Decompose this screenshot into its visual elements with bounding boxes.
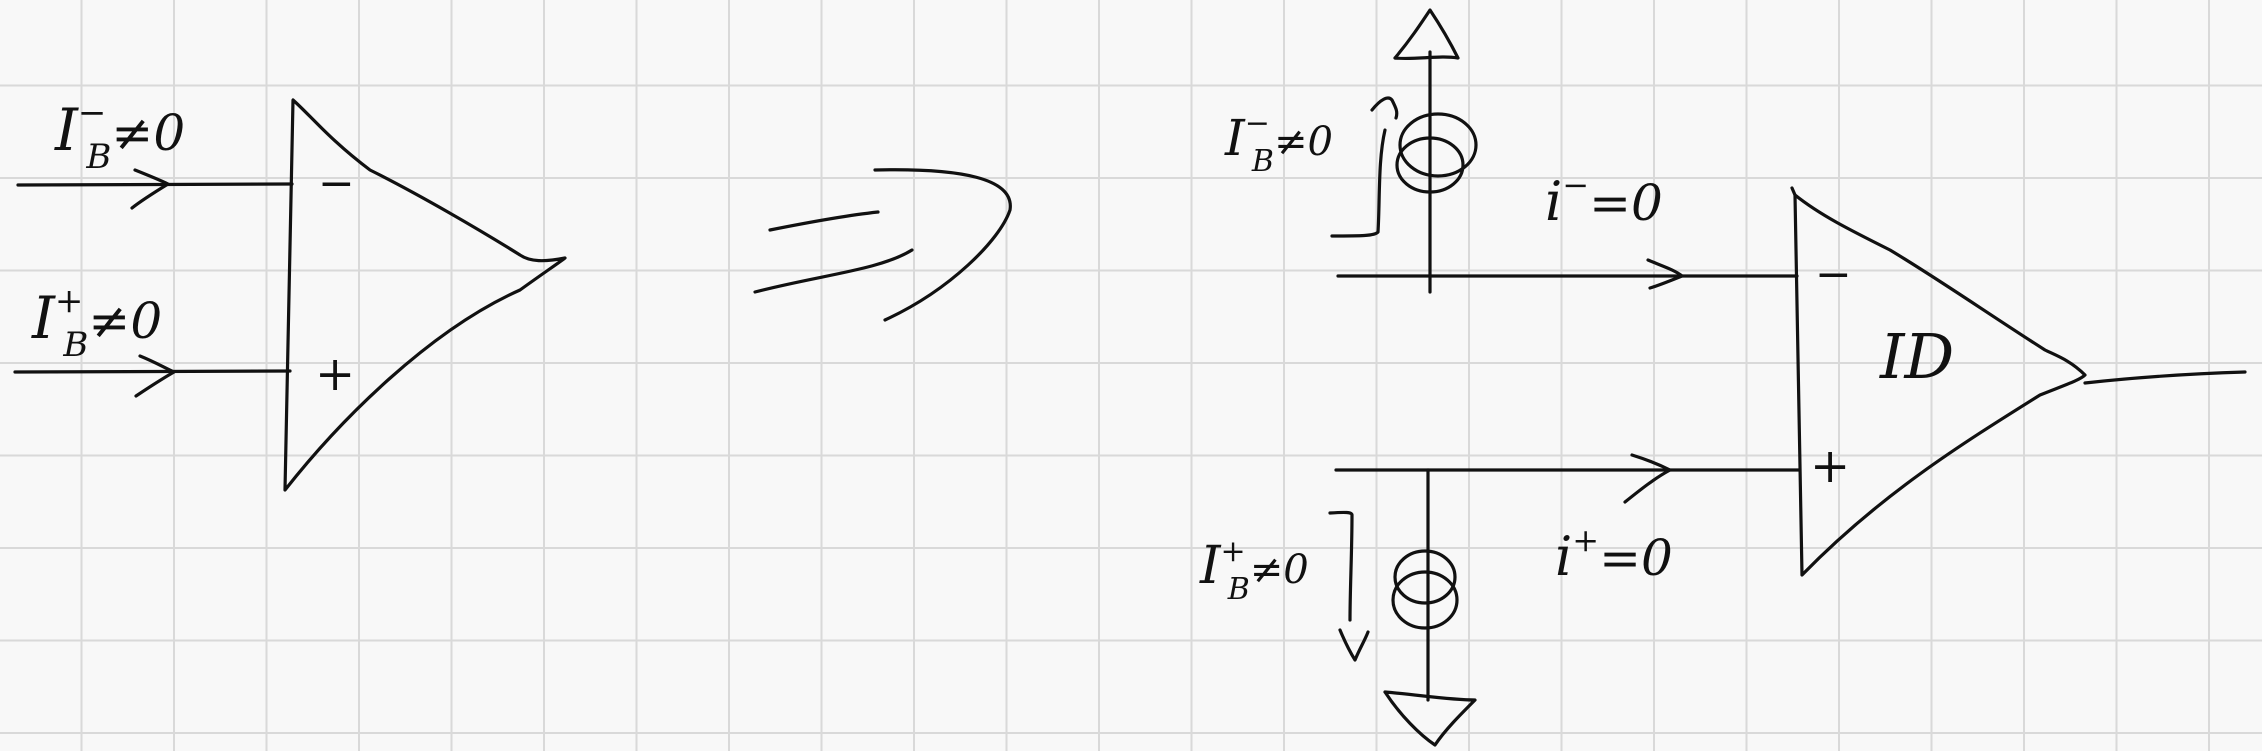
right-pin-minus: − bbox=[1815, 249, 1852, 300]
right-opamp-triangle bbox=[1793, 193, 2087, 577]
right-opamp-top-hook bbox=[1790, 186, 1797, 197]
upper-source-circle-top bbox=[1398, 112, 1478, 178]
lower-source-current-arrow bbox=[1328, 510, 1370, 662]
upper-source-circle-bottom bbox=[1395, 136, 1465, 194]
left-ib-plus-arrow bbox=[134, 354, 176, 398]
lower-source-circle-top bbox=[1393, 549, 1457, 605]
left-pin-plus: + bbox=[315, 346, 355, 402]
lower-source-circle-bottom bbox=[1391, 570, 1459, 630]
upper-source-current-arrow bbox=[1330, 96, 1399, 238]
lower-source-bottom-ground bbox=[1383, 690, 1477, 747]
implies-arrow bbox=[753, 168, 1012, 322]
left-ib-plus-label: I+B≠0 bbox=[31, 281, 162, 365]
implies-arrow-head bbox=[873, 168, 1012, 322]
implies-arrow-top-stroke bbox=[768, 210, 880, 232]
right-i-minus-arrow bbox=[1646, 258, 1684, 290]
left-opamp-triangle bbox=[283, 98, 567, 492]
right-opamp-model: − + ID I−B≠0 I+B≠0 i−=0 bbox=[1199, 8, 2247, 747]
right-amp-label: ID bbox=[1879, 320, 1954, 393]
implies-arrow-bottom-stroke bbox=[753, 248, 914, 294]
right-i-plus-arrow bbox=[1623, 453, 1672, 504]
right-pin-plus: + bbox=[1810, 438, 1850, 494]
upper-source-top-ground bbox=[1393, 8, 1460, 61]
right-i-minus-label: i−=0 bbox=[1545, 166, 1663, 233]
left-opamp: − + I−B≠0 I+B≠0 bbox=[13, 93, 567, 492]
left-noninverting-input-wire bbox=[13, 369, 292, 374]
right-ib-plus-label: I+B≠0 bbox=[1199, 534, 1309, 607]
left-inverting-input-wire bbox=[16, 182, 294, 187]
left-ib-minus-arrow bbox=[130, 168, 170, 210]
right-output-wire bbox=[2083, 370, 2247, 385]
right-i-plus-label: i+=0 bbox=[1555, 521, 1673, 588]
right-ib-minus-label: I−B≠0 bbox=[1224, 106, 1333, 179]
left-ib-minus-label: I−B≠0 bbox=[54, 93, 185, 177]
left-pin-minus: − bbox=[318, 158, 355, 209]
